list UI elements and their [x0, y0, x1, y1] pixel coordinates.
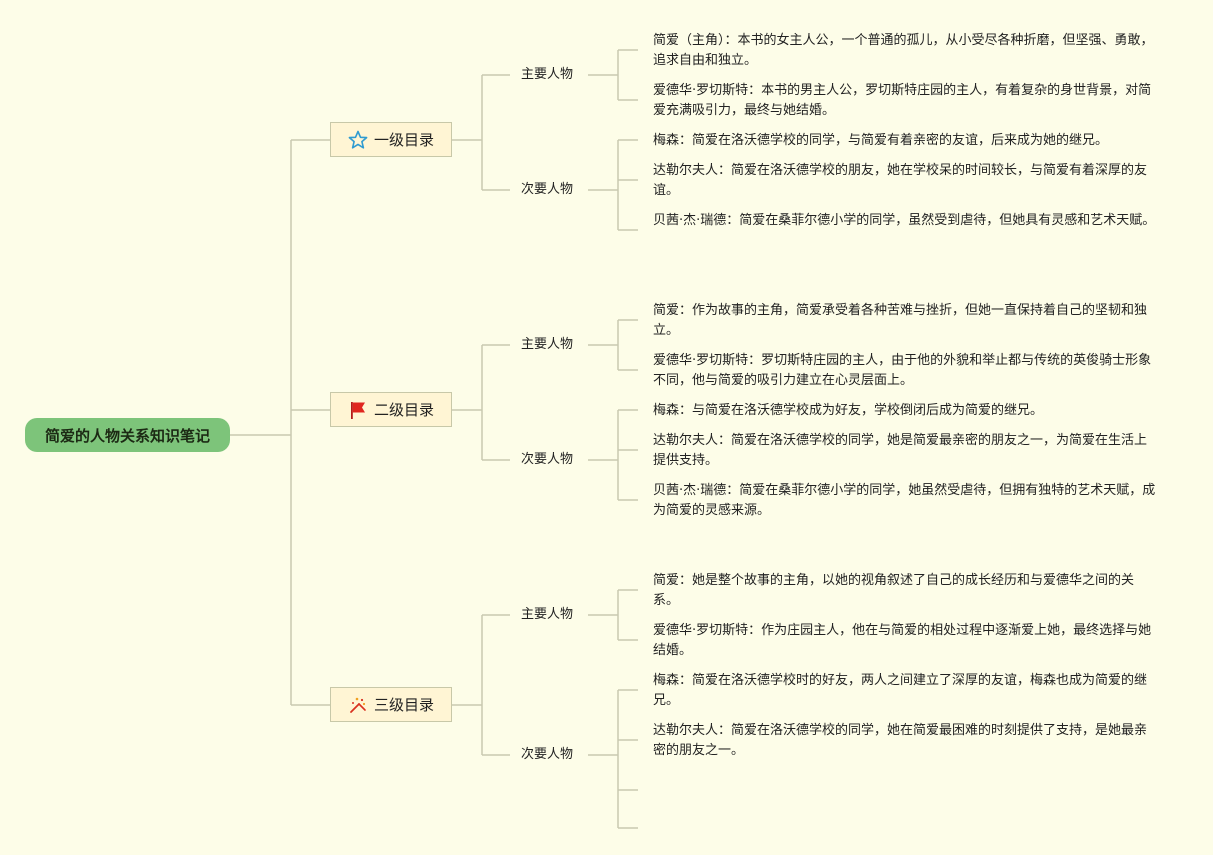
root-topic[interactable]: 简爱的人物关系知识笔记: [25, 418, 230, 452]
level-3-secondary-item-2[interactable]: 达勒尔夫人：简爱在洛沃德学校的同学，她在简爱最困难的时刻提供了支持，是她最亲密的…: [653, 723, 1148, 758]
level-3-topic[interactable]: 三级目录: [330, 687, 452, 722]
level-2-main-item-1[interactable]: 简爱：作为故事的主角，简爱承受着各种苦难与挫折，但她一直保持着自己的坚韧和独立。: [653, 303, 1148, 338]
level-1-secondary-item-1[interactable]: 梅森：简爱在洛沃德学校的同学，与简爱有着亲密的友谊，后来成为她的继兄。: [653, 133, 1109, 148]
level-2-secondary-item-2[interactable]: 达勒尔夫人：简爱在洛沃德学校的同学，她是简爱最亲密的朋友之一，为简爱在生活上提供…: [653, 433, 1148, 468]
level-3-label: 三级目录: [373, 696, 434, 714]
level-3-secondary-item-1[interactable]: 梅森：简爱在洛沃德学校时的好友，两人之间建立了深厚的友谊，梅森也成为简爱的继兄。: [653, 673, 1148, 708]
level-2-topic[interactable]: 二级目录: [330, 392, 452, 427]
level-2-secondary-characters[interactable]: 次要人物: [520, 452, 573, 467]
level-1-main-item-2[interactable]: 爱德华·罗切斯特：本书的男主人公，罗切斯特庄园的主人，有着复杂的身世背景，对简爱…: [653, 83, 1152, 118]
root-topic-label: 简爱的人物关系知识笔记: [44, 426, 210, 445]
level-2-main-characters[interactable]: 主要人物: [520, 337, 573, 352]
level-2-secondary-item-1[interactable]: 梅森：与简爱在洛沃德学校成为好友，学校倒闭后成为简爱的继兄。: [653, 403, 1044, 418]
level-2-secondary-item-3[interactable]: 贝茜·杰·瑞德：简爱在桑菲尔德小学的同学，她虽然受虐待，但拥有独特的艺术天赋，成…: [653, 483, 1156, 518]
level-2-label: 二级目录: [373, 401, 434, 419]
level-2-main-item-2[interactable]: 爱德华·罗切斯特：罗切斯特庄园的主人，由于他的外貌和举止都与传统的英俊骑士形象不…: [653, 353, 1152, 388]
level-3-main-item-2[interactable]: 爱德华·罗切斯特：作为庄园主人，他在与简爱的相处过程中逐渐爱上她，最终选择与她结…: [653, 623, 1152, 658]
level-1-secondary-item-3[interactable]: 贝茜·杰·瑞德：简爱在桑菲尔德小学的同学，虽然受到虐待，但她具有灵感和艺术天赋。: [653, 213, 1156, 228]
level-1-label: 一级目录: [373, 131, 434, 149]
level-3-main-characters[interactable]: 主要人物: [520, 607, 573, 622]
red-flag-icon: [350, 401, 365, 419]
level-1-main-item-1[interactable]: 简爱（主角）：本书的女主人公，一个普通的孤儿，从小受尽各种折磨，但坚强、勇敢，追…: [653, 33, 1154, 68]
level-1-topic[interactable]: 一级目录: [330, 122, 452, 157]
star-icon: [348, 130, 368, 149]
fireworks-icon: [350, 697, 366, 713]
level-3-secondary-characters[interactable]: 次要人物: [520, 747, 573, 762]
level-1-main-characters[interactable]: 主要人物: [520, 67, 573, 82]
level-3-main-item-1[interactable]: 简爱：她是整个故事的主角，以她的视角叙述了自己的成长经历和与爱德华之间的关系。: [653, 573, 1135, 608]
level-1-secondary-item-2[interactable]: 达勒尔夫人：简爱在洛沃德学校的朋友，她在学校呆的时间较长，与简爱有着深厚的友谊。: [653, 163, 1148, 198]
level-1-secondary-characters[interactable]: 次要人物: [520, 182, 573, 197]
